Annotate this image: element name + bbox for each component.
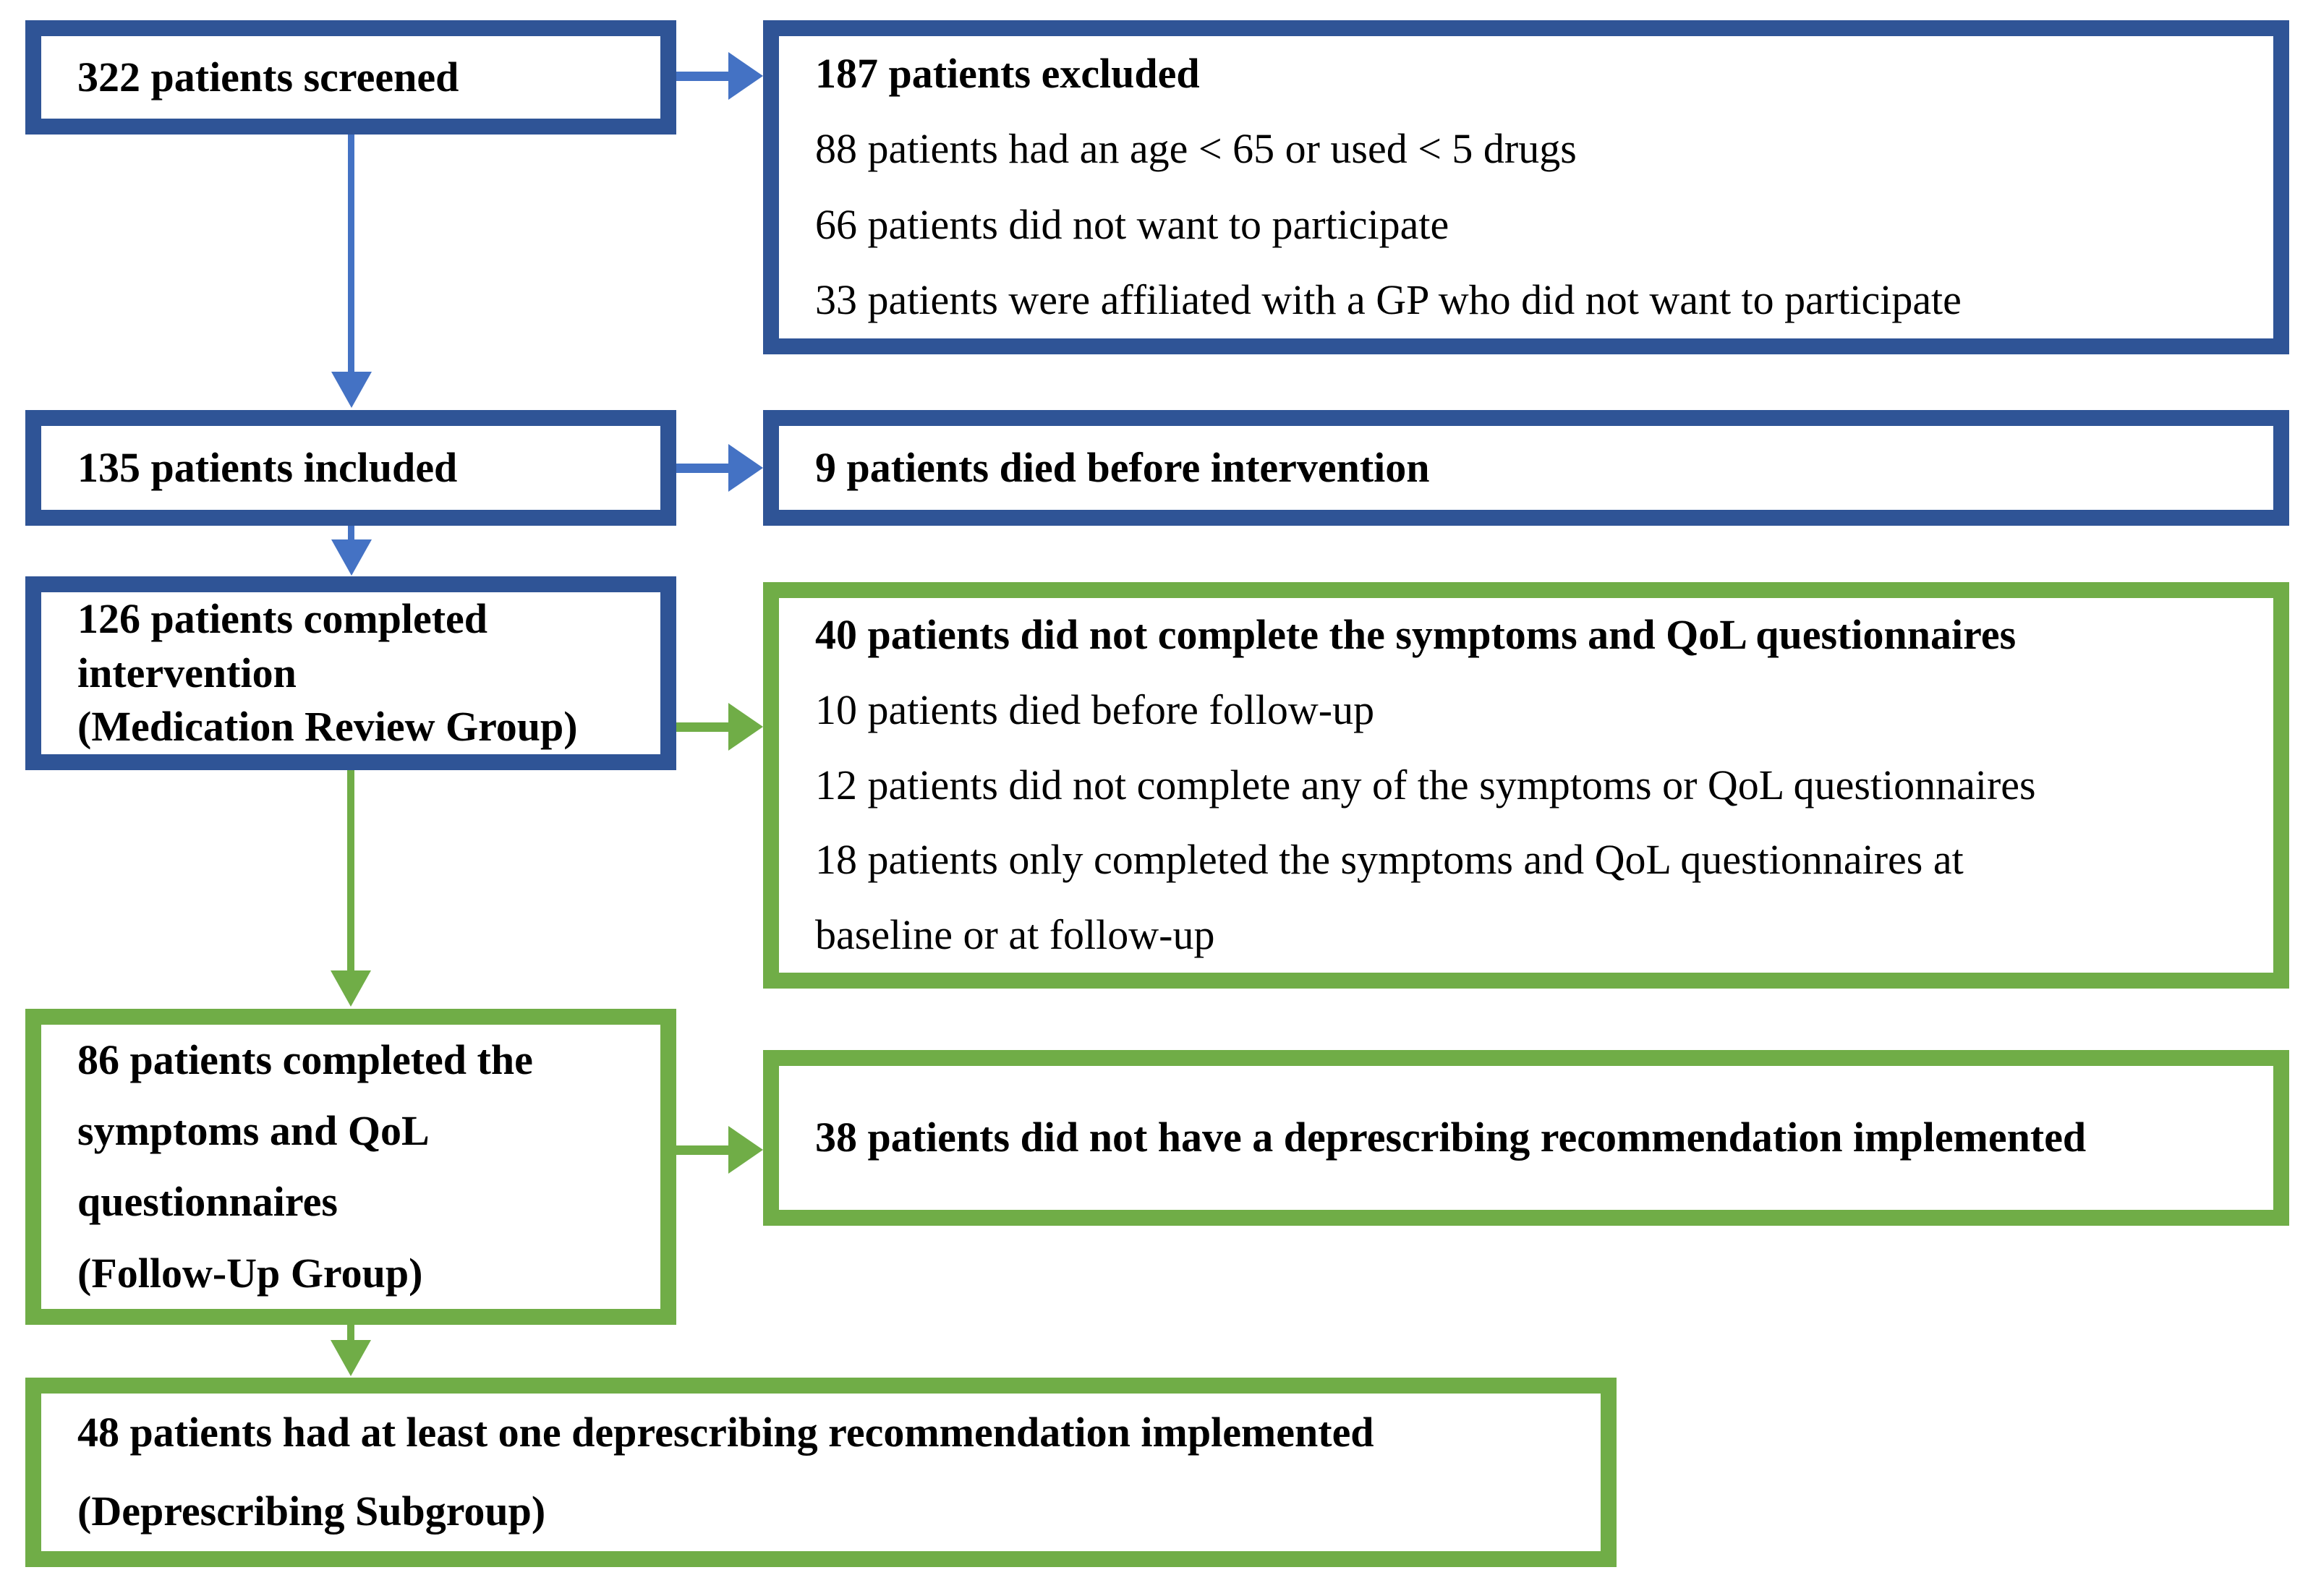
arrowhead-right-icon [728,1126,763,1174]
flow-box-screened: 322 patients screened [25,20,676,135]
flow-box-incomplete-reason-only-baseline: 18 patients only completed the symptoms … [815,836,1964,884]
flow-box-followup-line1: 86 patients completed the [77,1036,533,1083]
arrow-line [347,1325,354,1343]
flow-box-incomplete-reason-died: 10 patients died before follow-up [815,686,1375,734]
arrow-line [676,72,733,81]
arrowhead-down-icon [331,539,372,576]
flow-box-deprescribing-line1: 48 patients had at least one deprescribi… [77,1409,1374,1456]
arrow-line [676,1145,733,1155]
flow-box-excluded-title: 187 patients excluded [815,49,1200,97]
flow-box-completed-intervention-line3: (Medication Review Group) [77,703,578,751]
arrow-line [347,770,354,970]
flow-box-included-text: 135 patients included [77,443,458,491]
arrowhead-right-icon [728,703,763,751]
flow-box-deprescribing-subgroup: 48 patients had at least one deprescribi… [25,1378,1617,1567]
flow-box-excluded-reason-gp: 33 patients were affiliated with a GP wh… [815,276,1962,324]
flow-box-died-before-intervention: 9 patients died before intervention [763,410,2289,526]
flow-box-followup-line3: questionnaires [77,1178,338,1226]
arrowhead-right-icon [728,52,763,100]
flow-box-died-before-intervention-text: 9 patients died before intervention [815,443,1430,491]
flow-box-deprescribing-line2: (Deprescribing Subgroup) [77,1488,546,1535]
flow-box-screened-text: 322 patients screened [77,53,459,101]
arrowhead-down-icon [331,372,372,408]
flow-box-included: 135 patients included [25,410,676,526]
flow-box-followup-line4: (Follow-Up Group) [77,1249,423,1297]
flow-box-excluded: 187 patients excluded 88 patients had an… [763,20,2289,354]
flow-box-no-deprescribing-text: 38 patients did not have a deprescribing… [815,1114,2087,1161]
flow-box-followup-line2: symptoms and QoL [77,1107,430,1155]
arrowhead-down-icon [331,970,371,1007]
flow-box-excluded-reason-age: 88 patients had an age < 65 or used < 5 … [815,125,1577,173]
flow-box-completed-intervention-line1: 126 patients completed [77,594,488,642]
flow-box-completed-intervention-line2: intervention [77,649,297,696]
arrow-line [348,526,354,542]
flow-box-followup-group: 86 patients completed the symptoms and Q… [25,1009,676,1325]
arrowhead-down-icon [331,1340,371,1376]
flow-box-excluded-reason-participation: 66 patients did not want to participate [815,200,1449,248]
flow-box-no-deprescribing: 38 patients did not have a deprescribing… [763,1050,2289,1226]
flow-box-incomplete-questionnaires-title: 40 patients did not complete the symptom… [815,611,2017,659]
arrowhead-right-icon [728,444,763,492]
flow-box-incomplete-questionnaires: 40 patients did not complete the symptom… [763,582,2289,989]
arrow-line [348,135,354,373]
arrow-line [676,722,733,732]
flow-box-incomplete-reason-only-baseline-cont: baseline or at follow-up [815,910,1215,958]
flow-box-completed-intervention: 126 patients completed intervention (Med… [25,576,676,770]
arrow-line [676,464,733,473]
flow-box-incomplete-reason-none: 12 patients did not complete any of the … [815,761,2036,808]
